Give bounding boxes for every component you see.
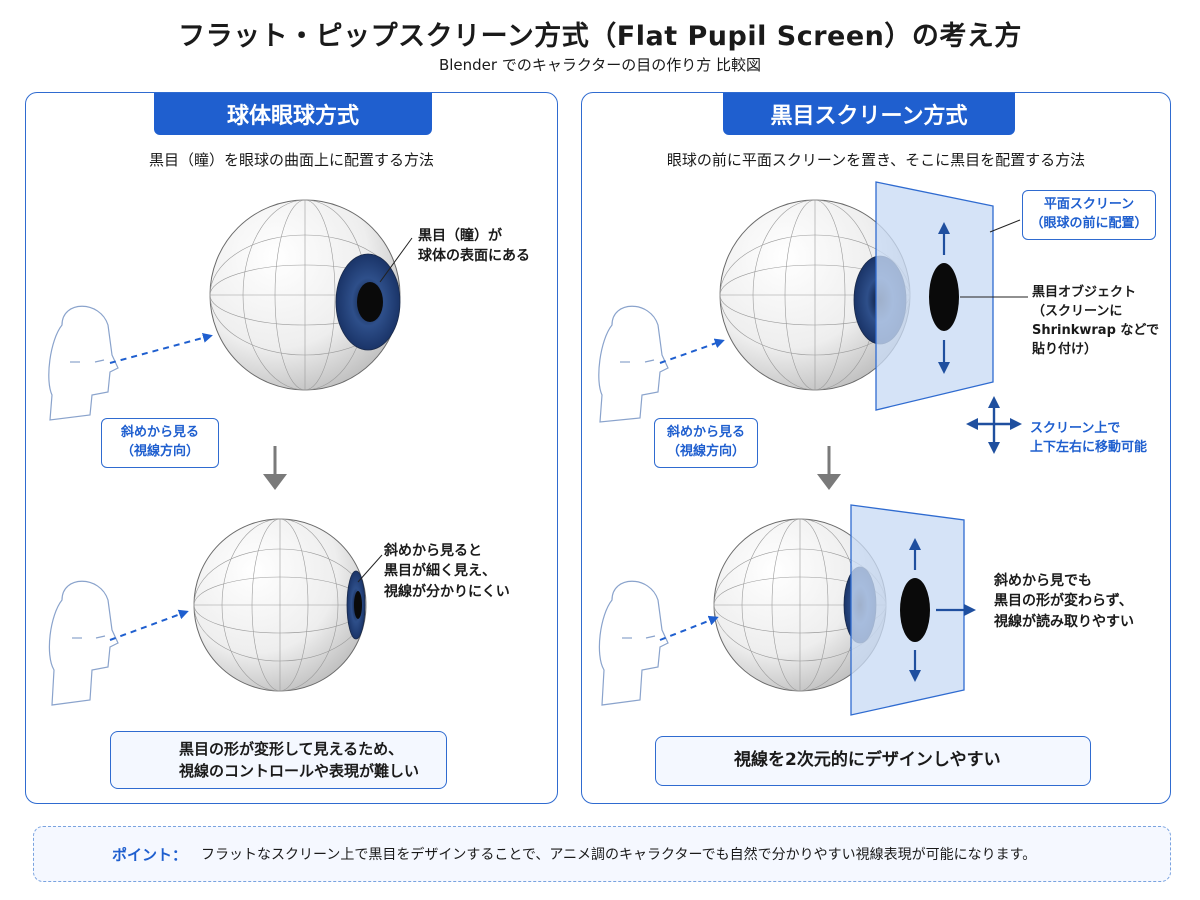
left-down-arrow	[263, 446, 287, 490]
right-top-screen	[875, 181, 994, 411]
left-bottom-head	[48, 580, 119, 706]
right-note: 視線を2次元的にデザインしやすい	[655, 736, 1091, 786]
left-top-callout-line	[379, 237, 413, 283]
left-bottom-eyeball	[193, 518, 367, 692]
left-top-view-arrow	[109, 332, 213, 364]
point-box: ポイント： フラットなスクリーン上で黒目をデザインすることで、アニメ調のキャラク…	[33, 826, 1171, 882]
right-bottom-head	[598, 580, 669, 706]
left-note: 黒目の形が変形して見えるため、 視線のコントロールや表現が難しい	[110, 731, 447, 789]
left-panel-title: 球体眼球方式	[154, 93, 432, 135]
right-top-view-arrow	[659, 338, 725, 364]
right-bottom-pupil	[900, 578, 930, 642]
left-bottom-view-arrow	[109, 609, 189, 641]
right-bottom-callout: 斜めから見でも 黒目の形が変わらず、 視線が読み取りやすい	[994, 573, 1134, 630]
left-bottom-callout: 斜めから見ると 黒目が細く見え、 視線が分かりにくい	[384, 543, 510, 600]
left-top-eyeball	[209, 199, 401, 391]
point-label: ポイント：	[112, 845, 188, 864]
right-top-pupil	[929, 263, 959, 331]
page-title: フラット・ピップスクリーン方式（Flat Pupil Screen）の考え方	[178, 21, 1022, 52]
right-panel-description: 眼球の前に平面スクリーンを置き、そこに黒目を配置する方法	[666, 151, 1086, 169]
left-bottom-callout-line	[357, 554, 383, 583]
right-top-head	[598, 305, 669, 423]
left-top-callout: 黒目（瞳）が 球体の表面にある	[418, 228, 530, 265]
right-bottom-screen	[850, 504, 976, 716]
point-text: フラットなスクリーン上で黒目をデザインすることで、アニメ調のキャラクターでも自然…	[201, 847, 1037, 863]
move-callout: スクリーン上で 上下左右に移動可能	[1030, 421, 1148, 455]
screen-tag: 平面スクリーン （眼球の前に配置）	[1022, 190, 1156, 240]
right-bottom-view-arrow	[659, 615, 719, 641]
page-subtitle: Blender でのキャラクターの目の作り方 比較図	[438, 56, 762, 74]
move-arrows-icon	[966, 396, 1022, 454]
right-view-tag: 斜めから見る （視線方向）	[654, 418, 758, 468]
right-panel-title: 黒目スクリーン方式	[723, 93, 1015, 135]
left-top-head	[48, 305, 119, 421]
pupil-object-callout: 黒目オブジェクト （スクリーンに Shrinkwrap などで 貼り付け）	[1032, 285, 1160, 357]
left-view-tag: 斜めから見る （視線方向）	[101, 418, 219, 468]
right-down-arrow	[817, 446, 841, 490]
right-screen-callout-line	[989, 219, 1021, 233]
left-panel-description: 黒目（瞳）を眼球の曲面上に配置する方法	[148, 151, 434, 169]
